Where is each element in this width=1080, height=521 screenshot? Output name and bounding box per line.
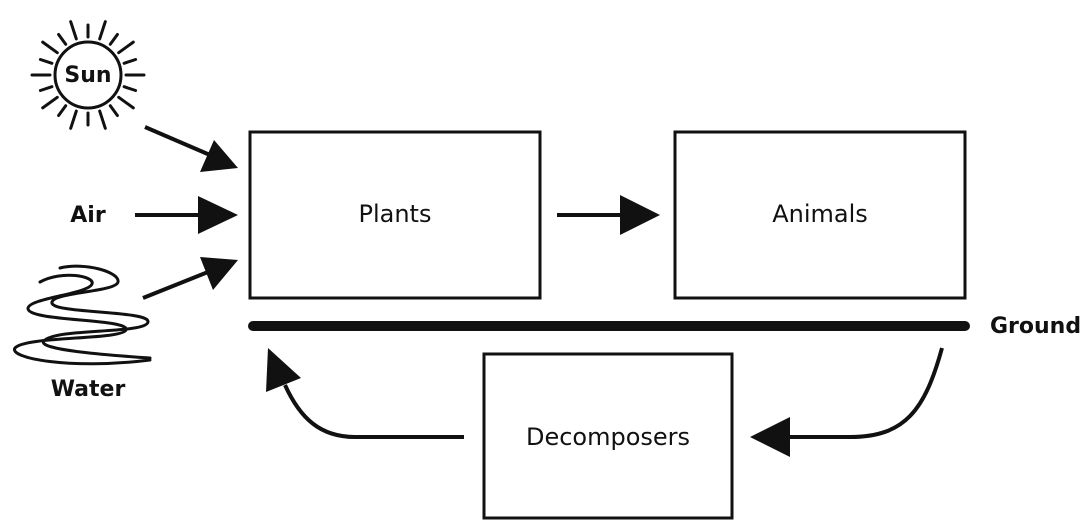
arrow-decomposers-to-plants [266, 348, 464, 439]
arrow-plants-to-animals [557, 195, 660, 235]
sun-ray [69, 20, 78, 41]
sun-ray [38, 58, 54, 65]
sun-ray [57, 33, 68, 46]
water-icon [13, 264, 152, 366]
sun-ray [108, 104, 119, 117]
arrow-sun-to-plants [144, 125, 238, 172]
plants-label: Plants [359, 200, 432, 228]
sun-ray [98, 20, 107, 41]
sun-ray [117, 95, 135, 110]
sun-ray [57, 104, 68, 117]
sun-ray [98, 109, 107, 130]
sun-ray [108, 33, 119, 46]
animals-label: Animals [772, 200, 868, 228]
arrow-water-to-plants [142, 257, 238, 300]
ground-label: Ground [990, 314, 1080, 339]
arrow-animals-to-decomposers [750, 347, 944, 457]
sun-ray [41, 40, 59, 55]
animals-box [673, 130, 967, 300]
sun-icon [30, 20, 146, 130]
sun-ray [41, 95, 59, 110]
air-label: Air [70, 203, 106, 228]
sun-label: Sun [64, 63, 111, 88]
decomposers-box [482, 352, 734, 520]
sun-ray [117, 40, 135, 55]
sun-disc [53, 40, 123, 110]
decomposers-label: Decomposers [526, 423, 690, 451]
sun-ray [38, 85, 54, 92]
sun-rays [30, 20, 146, 130]
arrow-air-to-plants [135, 196, 238, 234]
sun-ray [122, 85, 138, 92]
sun-ray [69, 109, 78, 130]
sun-ray [122, 58, 138, 65]
water-label: Water [51, 377, 126, 402]
plants-box [248, 130, 542, 300]
